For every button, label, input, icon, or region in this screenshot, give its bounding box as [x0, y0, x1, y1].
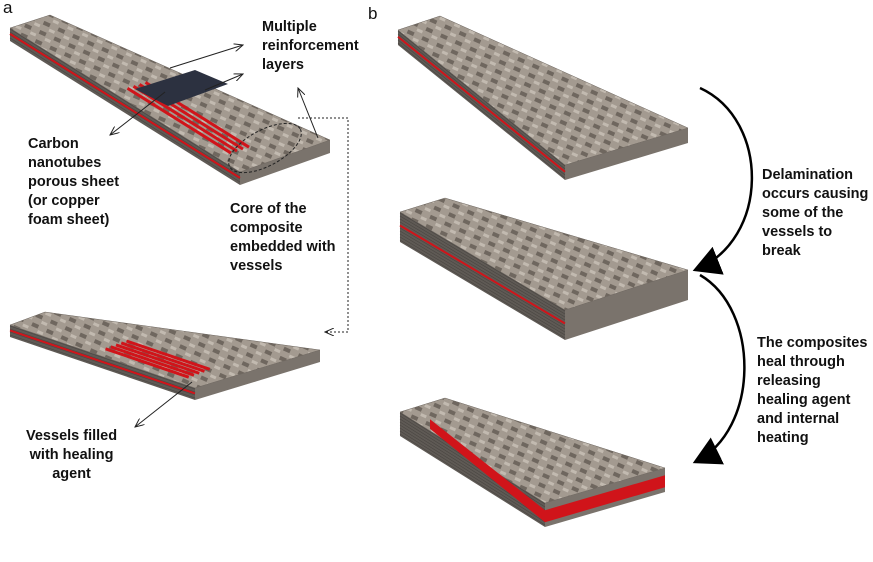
arrow-vessels	[135, 381, 193, 427]
slab-b-delaminated-top-face	[399, 197, 689, 311]
slab-a-bottom-layer-line	[9, 334, 196, 399]
slab-a-bottom-vessel	[9, 329, 196, 395]
slab-a-top-vessel	[9, 33, 241, 179]
slab-b-delaminated-front-face	[400, 212, 565, 340]
slab-b-healed-layer-line	[399, 433, 546, 526]
panel-label-a: a	[3, 0, 13, 17]
slab-a-top-vessel	[126, 86, 232, 155]
panel-label-b: b	[368, 4, 378, 23]
slab-b-intact-vessel	[397, 35, 566, 173]
slab-b-delaminated-layer-line	[399, 230, 566, 330]
label-delamination: Delamination occurs causing some of the …	[762, 167, 869, 259]
slab-a-bottom-layer-line	[9, 331, 196, 396]
slab-b-healed-layer-line	[399, 430, 546, 523]
slab-b-delaminated-layer-line	[399, 233, 566, 333]
slab-b-delaminated-vessel	[399, 224, 566, 325]
arrow-reinforcement-2	[204, 74, 243, 91]
label-vessels: Vessels filled with healing agent	[26, 428, 118, 482]
slab-b-delaminated-layer-line	[399, 212, 566, 312]
slab-b-intact-end-face	[565, 128, 688, 180]
slab-b-healed-front-face	[400, 412, 545, 527]
slab-a-top-end-face	[240, 140, 330, 185]
slab-b-delaminated-layer-line	[399, 239, 566, 339]
slab-a-top-layer-line	[9, 37, 241, 183]
label-reinforcement: Multiple reinforcement layers	[262, 19, 359, 73]
slab-a-bottom-top-face	[9, 311, 321, 389]
arrow-reinforcement-1	[169, 45, 243, 69]
slab-a-bottom-vessel	[105, 347, 190, 379]
slab-b-delaminated-layer-line	[399, 221, 566, 321]
slab-b-delaminated-layer-line	[399, 215, 566, 315]
healing-agent-fill	[430, 419, 665, 523]
slab-b-intact-top-face	[397, 15, 689, 166]
label-heal: The composites heal through releasing he…	[757, 335, 868, 446]
arrow-cnt	[110, 95, 161, 135]
slab-b-delaminated-end-face	[565, 270, 688, 340]
slab-a-bottom-vessel	[110, 345, 195, 377]
process-arrow-1	[692, 86, 754, 275]
slab-b-intact-layer-line	[397, 30, 566, 167]
slab-b-delaminated-layer-line	[399, 227, 566, 327]
slab-a-bottom-layer-line	[9, 328, 196, 393]
slab-b-intact-layer-line	[397, 33, 566, 170]
slab-a-bottom-vessel	[120, 341, 205, 373]
slab-b-delaminated-layer-line	[399, 218, 566, 318]
arrow-reinforcement-3	[298, 88, 319, 139]
slab-a-top-layer-line	[9, 31, 241, 177]
slab-a-top-layer-line	[9, 28, 241, 174]
slab-a-bottom-vessel	[115, 343, 200, 375]
dotted-connector	[298, 117, 349, 332]
slab-a-bottom-layer-line	[9, 325, 196, 390]
slab-a-bottom-vessel	[126, 339, 211, 371]
core-ellipse	[228, 122, 302, 174]
slab-b-intact-layer-line	[397, 39, 566, 176]
slab-a-bottom-end-face	[195, 350, 320, 400]
slab-b-intact-layer-line	[397, 42, 566, 179]
arrow-cnt-2	[159, 91, 166, 97]
label-core: Core of the composite embedded with vess…	[230, 201, 336, 274]
slab-b-healed-layer-line	[399, 427, 546, 520]
process-arrow-2	[692, 273, 746, 465]
slab-b-delaminated-layer-line	[399, 236, 566, 336]
label-cnt-sheet: Carbon nanotubes porous sheet (or copper…	[28, 136, 120, 228]
